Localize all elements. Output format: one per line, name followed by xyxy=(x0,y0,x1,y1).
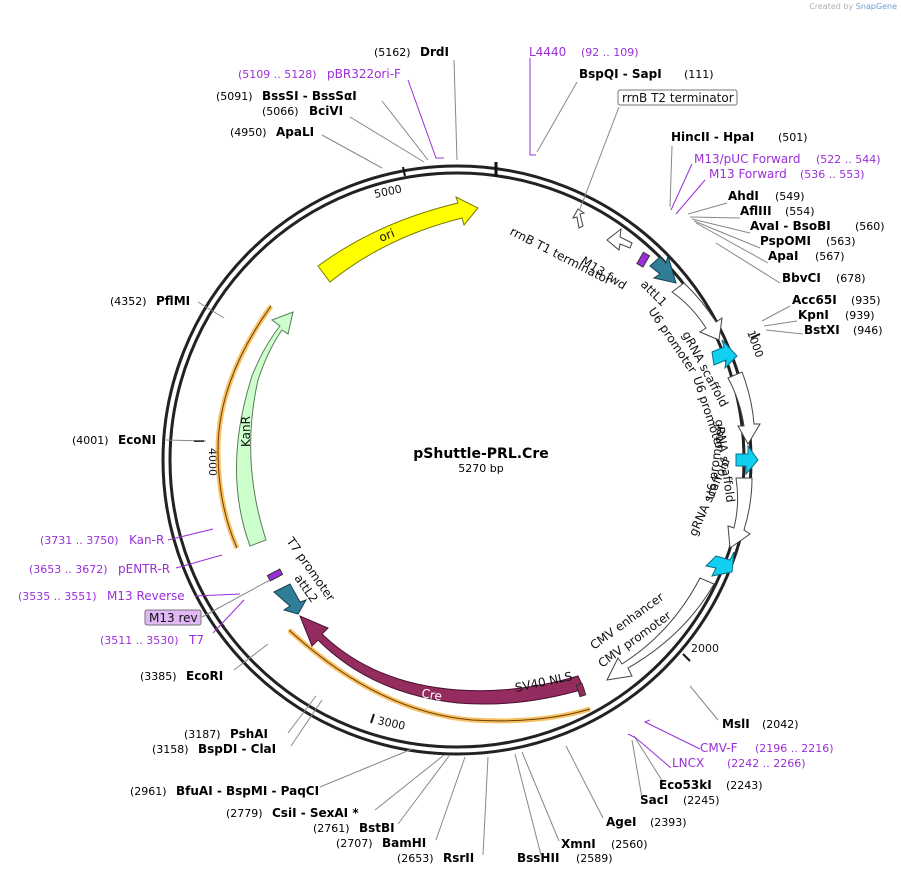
site-label-drdi: (5162)DrdI xyxy=(374,45,449,59)
primer-label-cmv-f: CMV-F(2196 .. 2216) xyxy=(700,741,834,755)
primer-label-m13-forward: M13 Forward(536 .. 553) xyxy=(709,167,865,181)
m13rev-feature-bar[interactable] xyxy=(266,568,284,582)
site-label-pflmi: (4352)PflMI xyxy=(110,294,190,308)
site-label-bamhi: (2707)BamHI xyxy=(336,836,426,850)
tick-mark-1000 xyxy=(750,333,761,339)
site-label-psppomi: PspOMI(563) xyxy=(760,234,856,248)
tick-label-5000: 5000 xyxy=(373,182,403,201)
site-label-agei: AgeI(2393) xyxy=(606,815,687,829)
site-label-kpni: KpnI(939) xyxy=(798,308,875,322)
primer-label-lncx: LNCX(2242 .. 2266) xyxy=(672,756,806,770)
site-label-avai: AvaI - BsoBI(560) xyxy=(750,219,885,233)
grna-3-feature[interactable] xyxy=(704,551,735,577)
grna-1-feature[interactable] xyxy=(711,339,738,370)
site-label-eco53ki: Eco53kI(2243) xyxy=(659,778,763,792)
credit-prefix: Created by xyxy=(809,2,854,11)
m13rev-leader xyxy=(201,579,271,618)
primer-label-m13puc-forward: M13/pUC Forward(522 .. 544) xyxy=(694,152,881,166)
site-label-acc65i: Acc65I(935) xyxy=(792,293,881,307)
site-leader-lines xyxy=(165,59,804,856)
site-label-afliii: AflIII(554) xyxy=(740,204,815,218)
sv40-nls-feature[interactable] xyxy=(575,682,587,698)
primer-label-pbr322ori-f: (5109 .. 5128)pBR322ori-F xyxy=(238,67,401,81)
tick-label-1000: 1000 xyxy=(744,329,766,360)
u6-promoter-1-feature[interactable] xyxy=(671,282,723,341)
kanr-orange-line xyxy=(217,305,272,549)
rrnb-t2-leader xyxy=(579,106,620,210)
rrnb-t2-label: rrnB T2 terminator xyxy=(622,91,734,105)
tick-mark-5000 xyxy=(402,166,406,177)
kanr-feature[interactable] xyxy=(236,311,294,547)
u6-promoter-2-feature[interactable] xyxy=(727,371,761,445)
cre-orange-line xyxy=(288,629,591,722)
rrnb-t1-feature[interactable] xyxy=(606,227,633,251)
site-label-ecori: (3385)EcoRI xyxy=(140,669,223,683)
ori-label: ori xyxy=(377,226,397,245)
grna-2-feature[interactable] xyxy=(735,444,759,476)
rrnb-t2-box[interactable] xyxy=(617,89,738,106)
primer-label-t7: (3511 .. 3530)T7 xyxy=(100,633,204,647)
site-label-bcivi: (5066)BciVI xyxy=(262,104,343,118)
tick-label-3000: 3000 xyxy=(376,714,406,733)
site-label-bsshii: BssHII(2589) xyxy=(517,851,613,865)
plasmid-name: pShuttle-PRL.Cre xyxy=(413,446,548,462)
site-label-ahdi: AhdI(549) xyxy=(728,189,805,203)
snapgene-credit: Created by SnapGene xyxy=(809,2,897,11)
rrnb-t1-label: rrnB T1 terminator xyxy=(508,224,614,287)
m13rev-label: M13 rev xyxy=(149,611,198,625)
rrnb-t2-feature[interactable] xyxy=(572,208,586,229)
site-label-econi: (4001)EcoNI xyxy=(72,433,156,447)
tick-label-2000: 2000 xyxy=(691,642,719,655)
credit-brand: SnapGene xyxy=(855,2,897,11)
site-label-apali: (4950)ApaLI xyxy=(230,125,314,139)
primer-leader-lines xyxy=(167,58,706,769)
site-label-pshai: (3187)PshAI xyxy=(184,727,268,741)
site-label-bsssi: (5091)BssSI - BssSαI xyxy=(216,89,357,103)
primer-label-l4440: L4440(92 .. 109) xyxy=(529,45,639,59)
site-label-bstbi: (2761)BstBI xyxy=(313,821,395,835)
u6-promoter-3-feature[interactable] xyxy=(727,477,753,549)
site-label-csii: (2779)CsiI - SexAI * xyxy=(226,806,359,820)
site-label-xmni: XmnI(2560) xyxy=(561,837,648,851)
cmv-feature[interactable] xyxy=(606,577,715,681)
site-label-bspqi: BspQI - SapI(111) xyxy=(579,67,714,81)
attl2-feature[interactable] xyxy=(273,583,308,615)
primer-label-pentr-r: (3653 .. 3672)pENTR-R xyxy=(29,562,170,576)
site-label-saci: SacI(2245) xyxy=(640,793,720,807)
site-label-apai: ApaI(567) xyxy=(768,249,845,263)
site-label-msli: MslI(2042) xyxy=(722,717,799,731)
kanr-label: KanR xyxy=(239,416,253,447)
m13rev-box[interactable] xyxy=(144,609,202,626)
site-label-bspdi: (3158)BspDI - ClaI xyxy=(152,742,276,756)
cre-feature[interactable] xyxy=(299,615,585,705)
attl1-feature[interactable] xyxy=(649,254,677,284)
primer-label-kan-r: (3731 .. 3750)Kan-R xyxy=(40,533,164,547)
cre-label: Cre xyxy=(420,686,443,703)
site-label-hincii: HincII - HpaI(501) xyxy=(671,130,808,144)
m13fwd-feature[interactable] xyxy=(636,251,651,268)
site-label-bbvci: BbvCI(678) xyxy=(782,271,866,285)
plasmid-size: 5270 bp xyxy=(458,462,503,475)
primer-label-m13-reverse: (3535 .. 3551)M13 Reverse xyxy=(18,589,185,603)
site-label-rsrii: (2653)RsrII xyxy=(397,851,474,865)
tick-mark-2000 xyxy=(682,653,691,662)
site-label-bstxi: BstXI(946) xyxy=(804,323,883,337)
tick-mark-3000 xyxy=(370,713,375,724)
ori-feature[interactable] xyxy=(317,196,479,283)
site-label-bfuai: (2961)BfuAI - BspMI - PaqCI xyxy=(130,784,319,798)
attl1-label: attL1 xyxy=(638,277,670,309)
